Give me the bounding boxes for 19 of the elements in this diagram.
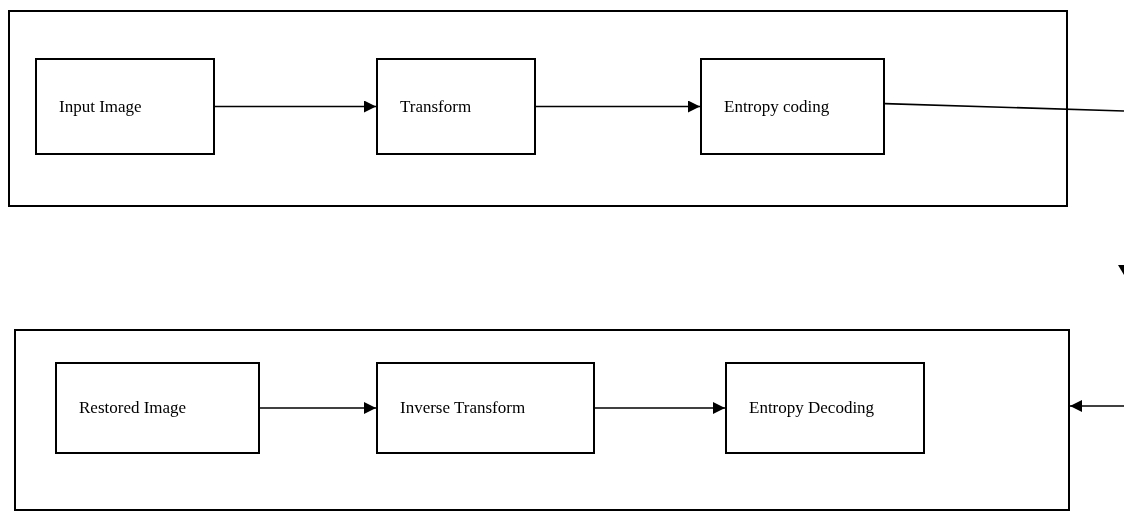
box-label: Entropy Decoding: [749, 398, 875, 418]
group-frame: [14, 329, 1070, 511]
arrow: [535, 100, 701, 113]
process-box: [55, 362, 260, 454]
process-box: [376, 58, 536, 155]
box-label: Restored Image: [79, 398, 187, 418]
arrow: [259, 402, 377, 414]
process-box: [376, 362, 595, 454]
process-box: [700, 58, 885, 155]
box-label: Inverse Transform: [400, 398, 526, 418]
arrow: [214, 100, 377, 113]
box-label: Transform: [400, 96, 472, 117]
arrow: [594, 402, 726, 414]
group-frame: [8, 10, 1068, 207]
arrow: [1069, 400, 1124, 412]
process-box: [725, 362, 925, 454]
process-box: [35, 58, 215, 155]
box-label: Entropy coding: [724, 96, 830, 117]
box-label: Input Image: [59, 96, 142, 117]
